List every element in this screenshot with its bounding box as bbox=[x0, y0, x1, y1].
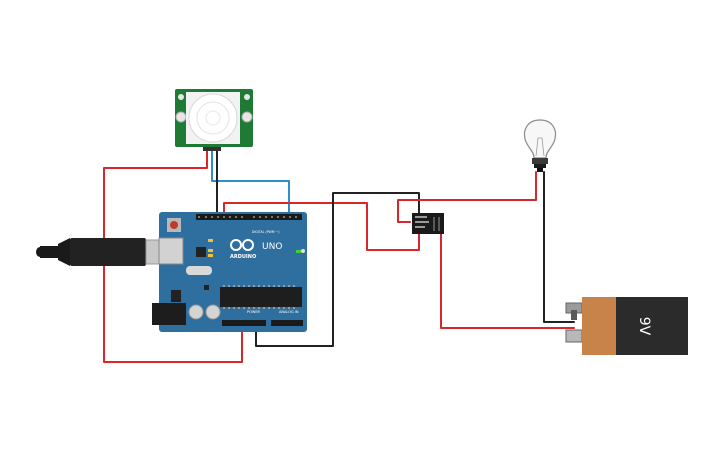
wire-red-relay-bulb[interactable] bbox=[397, 171, 537, 223]
power-header[interactable] bbox=[222, 320, 266, 326]
wire-black-arduino-relay[interactable] bbox=[255, 192, 420, 347]
usb-plug-icon[interactable] bbox=[36, 238, 173, 266]
arduino-model: UNO bbox=[262, 242, 282, 252]
digital-label: DIGITAL (PWM ~) bbox=[252, 230, 279, 234]
led-rx bbox=[208, 254, 213, 257]
wire-red-arduino-relay[interactable] bbox=[223, 202, 420, 251]
wire-red-relay-battery[interactable] bbox=[440, 225, 575, 329]
wire-blue-pir-signal[interactable] bbox=[211, 149, 290, 217]
arduino-uno-board[interactable]: ARDUINO UNO DIGITAL (PWM ~) POWER ANALOG… bbox=[152, 212, 307, 332]
reset-button[interactable] bbox=[170, 221, 178, 229]
arduino-logo-icon bbox=[230, 239, 254, 251]
relay-module-icon[interactable] bbox=[412, 213, 444, 234]
analog-header[interactable] bbox=[271, 320, 303, 326]
light-bulb-icon[interactable] bbox=[523, 119, 557, 172]
analog-label: ANALOG IN bbox=[279, 310, 299, 314]
led-on bbox=[296, 250, 301, 253]
arduino-brand: ARDUINO bbox=[230, 254, 256, 260]
wires bbox=[103, 149, 575, 363]
atmega-chip bbox=[220, 287, 302, 307]
pir-sensor-icon[interactable] bbox=[175, 89, 253, 151]
wire-black-bulb-battery[interactable] bbox=[543, 171, 575, 323]
digital-header[interactable] bbox=[196, 214, 302, 220]
battery-label: 9V bbox=[636, 317, 652, 336]
power-label: POWER bbox=[247, 310, 261, 314]
led-l bbox=[208, 239, 213, 242]
battery-9v-icon[interactable]: 9V bbox=[565, 297, 688, 355]
led-tx bbox=[208, 249, 213, 252]
